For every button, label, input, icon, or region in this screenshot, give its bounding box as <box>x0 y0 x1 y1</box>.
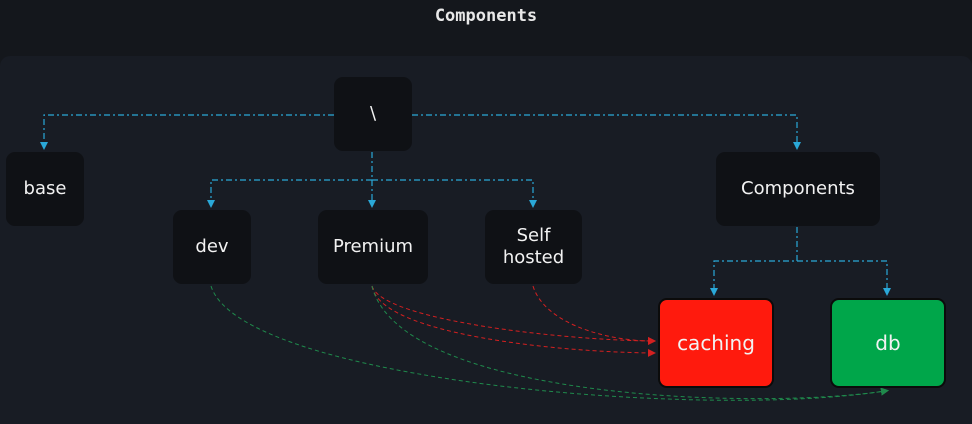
node-premium-label: Premium <box>332 236 414 257</box>
node-db-label: db <box>875 331 901 355</box>
node-dev-label: dev <box>195 236 229 257</box>
node-base[interactable]: base <box>6 152 84 226</box>
node-self-hosted-label: Self hosted <box>502 225 565 268</box>
edge-root-components <box>412 114 801 150</box>
node-caching-label: caching <box>677 331 755 355</box>
edge-components-caching <box>710 227 798 296</box>
edge-root-dev <box>207 179 372 208</box>
edge-premium-caching <box>371 285 656 345</box>
node-premium[interactable]: Premium <box>318 210 428 284</box>
node-components-label: Components <box>741 178 855 199</box>
edge-root-base <box>40 114 334 150</box>
node-root[interactable]: \ <box>334 77 412 151</box>
edge-dev-db <box>210 285 889 401</box>
page-title: Components <box>434 6 538 26</box>
edge-premium-caching-2 <box>371 285 656 357</box>
node-dev[interactable]: dev <box>173 210 251 284</box>
header: Components <box>0 0 972 56</box>
edge-self-hosted-caching <box>532 285 656 345</box>
node-db[interactable]: db <box>830 298 946 388</box>
node-self-hosted[interactable]: Self hosted <box>485 210 582 284</box>
node-components[interactable]: Components <box>716 152 880 226</box>
node-root-label: \ <box>369 103 377 124</box>
edge-components-db <box>797 260 891 296</box>
edge-premium-db <box>371 285 889 400</box>
node-caching[interactable]: caching <box>658 298 774 388</box>
edge-root-self-hosted <box>372 179 537 208</box>
node-base-label: base <box>23 178 67 199</box>
